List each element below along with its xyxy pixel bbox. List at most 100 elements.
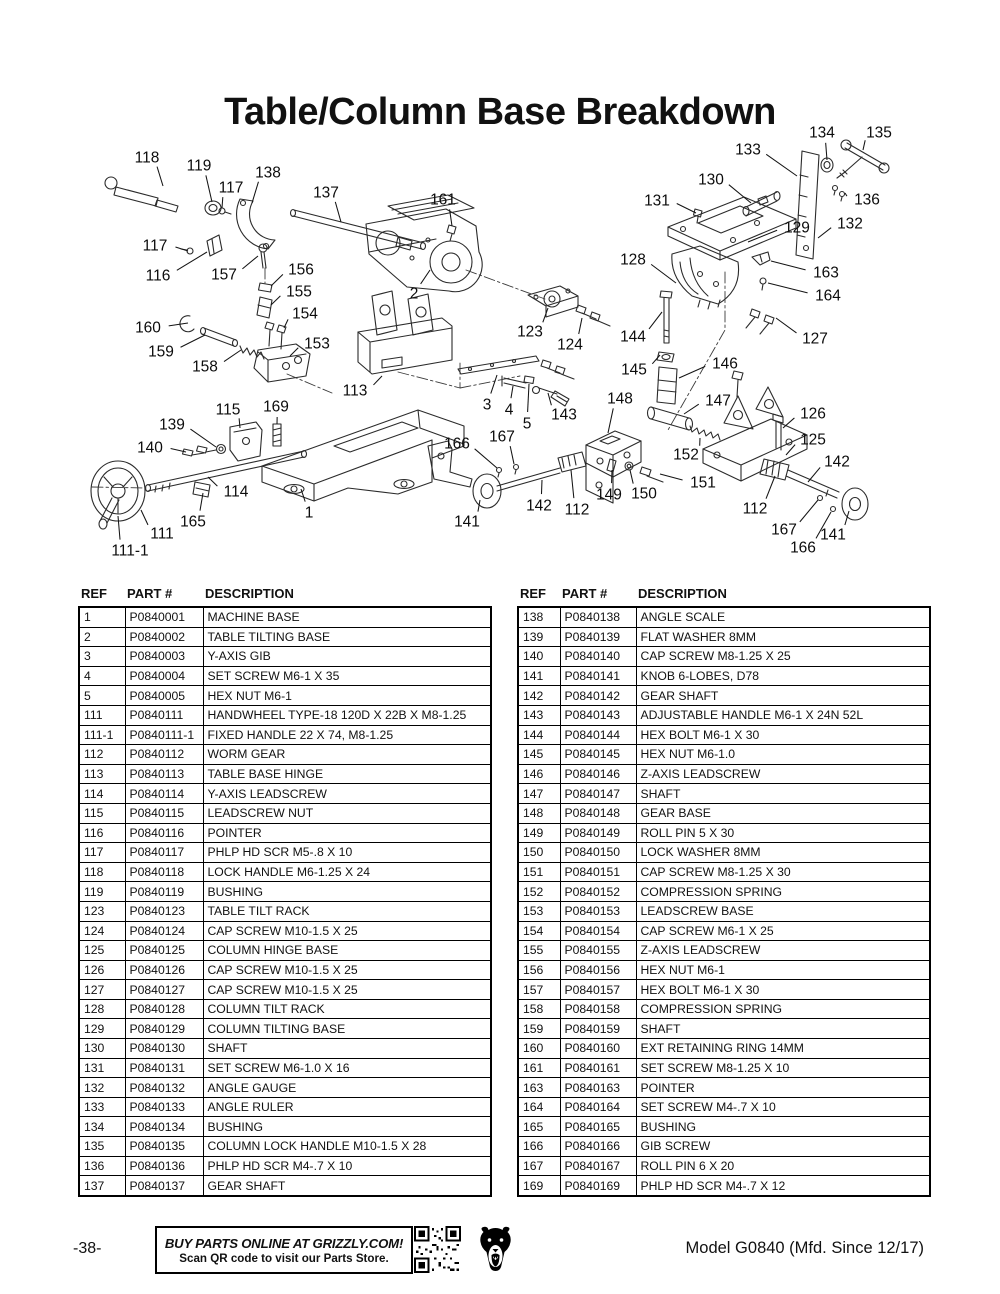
callout-leader: [570, 469, 575, 499]
table-tilting-base-drawing: [365, 194, 483, 293]
part-number-cell: P0840160: [559, 1038, 637, 1059]
ref-cell: 129: [78, 1018, 126, 1040]
description-cell: ANGLE GAUGE: [202, 1077, 492, 1098]
ref-cell: 119: [78, 881, 126, 902]
description-cell: HEX NUT M6-1: [635, 959, 931, 981]
ref-cell: 130: [78, 1038, 126, 1059]
banner-subline: Scan QR code to visit our Parts Store.: [179, 1251, 389, 1265]
callout-leader: [844, 192, 848, 197]
callout-leader: [175, 246, 189, 252]
description-cell: BUSHING: [202, 881, 492, 902]
ref-cell: 127: [78, 979, 126, 1000]
description-cell: POINTER: [202, 822, 492, 844]
description-cell: SET SCREW M4-.7 X 10: [635, 1096, 931, 1118]
part-number-cell: P0840125: [124, 940, 204, 961]
part-number-cell: P0840116: [124, 822, 204, 844]
part-number-cell: P0840145: [559, 744, 637, 765]
callout-leader: [629, 469, 634, 484]
callout-leader: [807, 467, 821, 483]
part-number-cell: P0840005: [124, 685, 204, 706]
callout-label: 143: [551, 407, 577, 424]
ref-cell: 133: [78, 1096, 126, 1118]
part-number-cell: P0840142: [559, 685, 637, 706]
lock-handle-drawing: [104, 176, 179, 213]
ref-cell: 137: [78, 1175, 126, 1197]
column-tilting-base-drawing: [667, 196, 797, 261]
part-number-cell: P0840003: [124, 646, 204, 667]
part-number-cell: P0840144: [559, 724, 637, 746]
callout-leader: [420, 269, 431, 285]
callout-leader: [659, 473, 683, 481]
description-cell: PHLP HD SCR M5-.8 X 10: [202, 842, 492, 863]
grizzly-bear-logo: [480, 1226, 511, 1271]
callout-leader: [238, 418, 241, 429]
ref-cell: 113: [78, 763, 126, 785]
callout-leader: [176, 251, 208, 271]
part-number-cell: P0840002: [124, 626, 204, 648]
part-number-cell: P0840132: [124, 1077, 204, 1098]
ref-cell: 154: [517, 920, 561, 942]
callout-label: 111: [150, 526, 174, 543]
callout-leader: [180, 334, 206, 348]
description-cell: CAP SCREW M6-1 X 25: [635, 920, 931, 942]
callout-label: 112: [743, 501, 768, 518]
part-number-cell: P0840113: [124, 763, 204, 785]
description-cell: TABLE TILT RACK: [202, 900, 492, 922]
callout-label: 133: [735, 142, 761, 159]
callout-leader: [509, 446, 515, 465]
ref-cell: 2: [78, 626, 126, 648]
callout-label: 1: [305, 505, 314, 522]
callout-leader: [373, 375, 383, 386]
description-cell: HEX NUT M6-1.0: [635, 744, 931, 765]
model-label: Model G0840 (Mfd. Since 12/17): [685, 1239, 924, 1257]
part-number-cell: P0840004: [124, 665, 204, 687]
ref-cell: 5: [78, 685, 126, 706]
callout-leader: [477, 499, 481, 512]
callout-leader: [117, 515, 121, 540]
gear-base-drawing: [585, 430, 642, 504]
callout-label: 152: [673, 447, 699, 464]
callout-label: 145: [621, 362, 647, 379]
column-header: REF: [520, 586, 546, 601]
part-number-cell: P0840147: [559, 783, 637, 804]
part-number-cell: P0840119: [124, 881, 204, 902]
description-cell: BUSHING: [202, 1116, 492, 1138]
callout-label: 135: [866, 125, 892, 142]
description-cell: FIXED HANDLE 22 X 74, M8-1.25: [202, 724, 492, 746]
description-cell: KNOB 6-LOBES, D78: [635, 665, 931, 687]
callout-label: 142: [526, 498, 552, 515]
ref-cell: 164: [517, 1096, 561, 1118]
callout-label: 151: [690, 475, 716, 492]
part-number-cell: P0840166: [559, 1136, 637, 1157]
callout-leader: [270, 295, 281, 306]
callout-label: 3: [483, 397, 492, 414]
callout-leader: [490, 374, 498, 394]
ref-cell: 1: [78, 606, 126, 628]
ref-cell: 4: [78, 665, 126, 687]
description-cell: HEX BOLT M6-1 X 30: [635, 724, 931, 746]
description-cell: TABLE TILTING BASE: [202, 626, 492, 648]
callout-label: 165: [180, 514, 206, 531]
ref-cell: 118: [78, 861, 126, 883]
description-cell: LOCK HANDLE M6-1.25 X 24: [202, 861, 492, 883]
column-header: REF: [81, 586, 107, 601]
callout-label: 4: [505, 402, 514, 419]
